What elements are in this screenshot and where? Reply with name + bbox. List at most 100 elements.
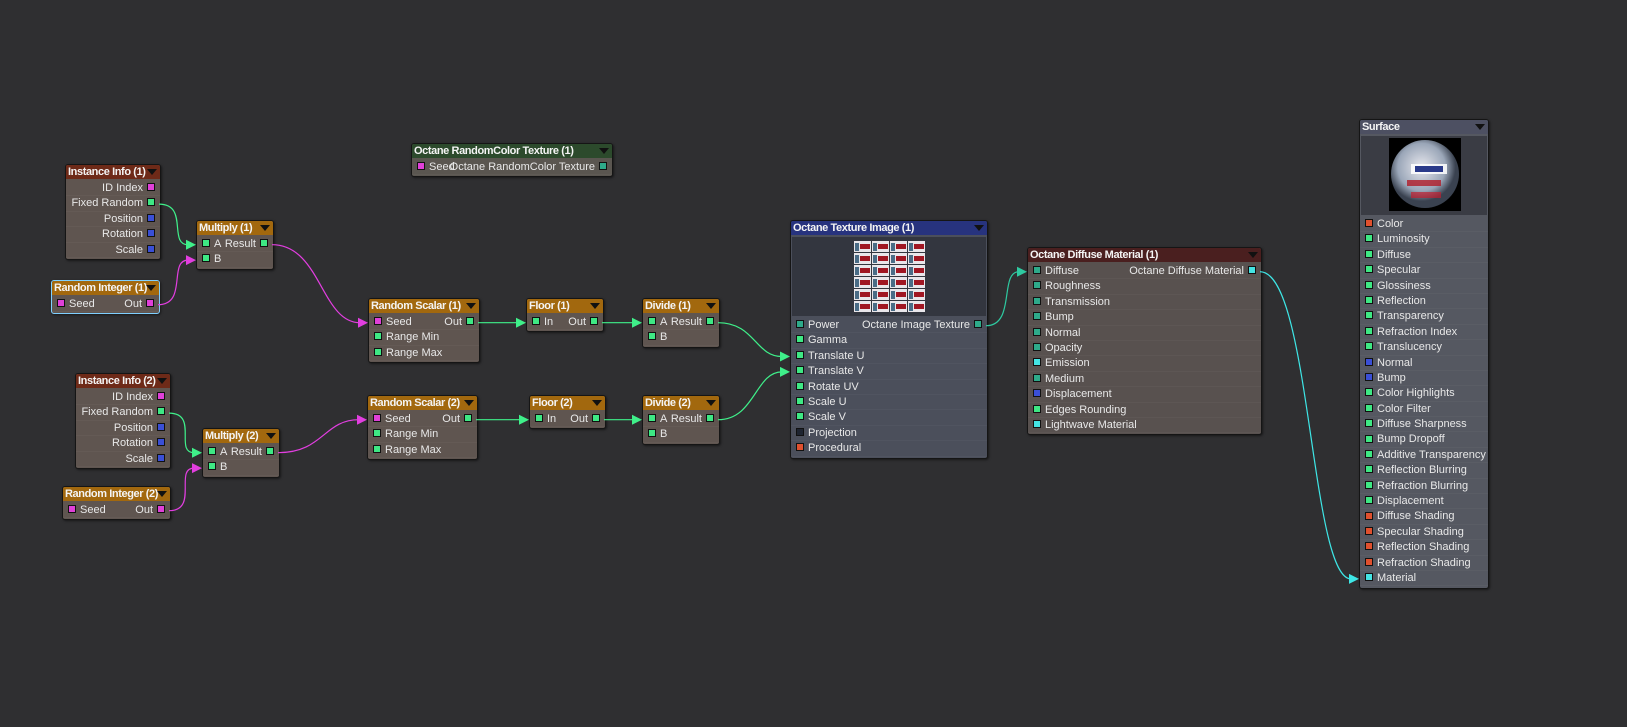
input-connector-icon[interactable] (1365, 496, 1373, 505)
output-connector-icon[interactable] (464, 414, 472, 423)
input-displacement[interactable]: Displacement (1033, 387, 1112, 402)
input-rotate-uv[interactable]: Rotate UV (796, 380, 859, 395)
output-id-index[interactable]: ID Index (112, 390, 165, 405)
input-transmission[interactable]: Transmission (1033, 295, 1110, 310)
output-connector-icon[interactable] (157, 407, 165, 416)
output-fixed-random[interactable]: Fixed Random (71, 196, 155, 211)
input-connector-icon[interactable] (202, 254, 210, 263)
connection-wire[interactable] (157, 259, 189, 306)
node-menu-triangle-icon[interactable] (1475, 124, 1485, 130)
input-gamma[interactable]: Gamma (796, 333, 847, 348)
input-luminosity[interactable]: Luminosity (1365, 232, 1430, 247)
output-id-index[interactable]: ID Index (102, 181, 155, 196)
output-connector-icon[interactable] (974, 320, 982, 329)
input-diffuse[interactable]: Diffuse (1365, 248, 1411, 263)
input-connector-icon[interactable] (1365, 219, 1373, 228)
output-result[interactable]: Result (231, 445, 274, 460)
input-a[interactable]: A (202, 237, 221, 252)
node-menu-triangle-icon[interactable] (266, 433, 276, 439)
input-color[interactable]: Color (1365, 217, 1403, 232)
input-connector-icon[interactable] (373, 414, 381, 423)
input-refraction-index[interactable]: Refraction Index (1365, 325, 1457, 340)
input-power[interactable]: Power (796, 318, 839, 333)
output-connector-icon[interactable] (1248, 266, 1256, 275)
output-out[interactable]: Out (442, 412, 472, 427)
input-connector-icon[interactable] (1365, 296, 1373, 305)
node-menu-triangle-icon[interactable] (706, 400, 716, 406)
node-title-bar[interactable]: Random Scalar (2) (368, 396, 477, 410)
input-lightwave-material[interactable]: Lightwave Material (1033, 418, 1137, 433)
input-b[interactable]: B (202, 252, 221, 267)
input-seed[interactable]: Seed (417, 160, 455, 175)
input-connector-icon[interactable] (1033, 266, 1041, 275)
input-color-filter[interactable]: Color Filter (1365, 402, 1431, 417)
input-reflection[interactable]: Reflection (1365, 294, 1426, 309)
node-menu-triangle-icon[interactable] (974, 225, 984, 231)
input-connector-icon[interactable] (1033, 312, 1041, 321)
output-connector-icon[interactable] (157, 438, 165, 447)
input-connector-icon[interactable] (1365, 403, 1373, 412)
connection-wire[interactable] (277, 419, 360, 454)
node-menu-triangle-icon[interactable] (146, 285, 156, 291)
node-menu-triangle-icon[interactable] (1248, 252, 1258, 258)
input-diffuse-sharpness[interactable]: Diffuse Sharpness (1365, 417, 1467, 432)
node-title-bar[interactable]: Multiply (1) (197, 221, 273, 235)
input-color-highlights[interactable]: Color Highlights (1365, 386, 1455, 401)
output-out[interactable]: Out (124, 297, 154, 312)
node-title-bar[interactable]: Surface (1360, 120, 1488, 134)
input-b[interactable]: B (208, 460, 227, 475)
input-material[interactable]: Material (1365, 571, 1416, 586)
input-bump-dropoff[interactable]: Bump Dropoff (1365, 432, 1445, 447)
input-diffuse-shading[interactable]: Diffuse Shading (1365, 509, 1454, 524)
input-a[interactable]: A (648, 412, 667, 427)
input-connector-icon[interactable] (1365, 311, 1373, 320)
input-b[interactable]: B (648, 330, 667, 345)
input-translucency[interactable]: Translucency (1365, 340, 1442, 355)
input-medium[interactable]: Medium (1033, 372, 1084, 387)
output-result[interactable]: Result (671, 412, 714, 427)
node-title-bar[interactable]: Octane Texture Image (1) (791, 221, 987, 235)
input-transparency[interactable]: Transparency (1365, 309, 1444, 324)
input-connector-icon[interactable] (648, 429, 656, 438)
connection-wire[interactable] (168, 412, 195, 454)
input-connector-icon[interactable] (535, 414, 543, 423)
output-connector-icon[interactable] (147, 183, 155, 192)
node-title-bar[interactable]: Random Integer (2) (63, 487, 170, 501)
input-connector-icon[interactable] (374, 332, 382, 341)
input-connector-icon[interactable] (796, 381, 804, 390)
input-connector-icon[interactable] (648, 317, 656, 326)
input-connector-icon[interactable] (202, 239, 210, 248)
input-connector-icon[interactable] (374, 317, 382, 326)
input-connector-icon[interactable] (796, 427, 804, 436)
input-connector-icon[interactable] (648, 414, 656, 423)
input-edges-rounding[interactable]: Edges Rounding (1033, 403, 1126, 418)
input-specular[interactable]: Specular (1365, 263, 1420, 278)
input-diffuse[interactable]: Diffuse (1033, 264, 1079, 279)
node-title-bar[interactable]: Instance Info (1) (66, 165, 160, 179)
output-connector-icon[interactable] (147, 198, 155, 207)
input-connector-icon[interactable] (796, 320, 804, 329)
connection-wire[interactable] (158, 203, 189, 246)
output-scale[interactable]: Scale (125, 452, 165, 467)
output-rotation[interactable]: Rotation (112, 436, 165, 451)
input-connector-icon[interactable] (1033, 420, 1041, 428)
input-connector-icon[interactable] (373, 429, 381, 438)
input-connector-icon[interactable] (796, 366, 804, 375)
input-connector-icon[interactable] (1365, 234, 1373, 243)
node-menu-triangle-icon[interactable] (260, 225, 270, 231)
output-connector-icon[interactable] (147, 229, 155, 238)
node-title-bar[interactable]: Floor (1) (527, 299, 603, 313)
input-connector-icon[interactable] (1365, 526, 1373, 535)
input-connector-icon[interactable] (1033, 343, 1041, 352)
output-connector-icon[interactable] (157, 453, 165, 462)
input-b[interactable]: B (648, 427, 667, 442)
output-octane-image-texture[interactable]: Octane Image Texture (862, 318, 982, 333)
input-connector-icon[interactable] (1365, 480, 1373, 489)
